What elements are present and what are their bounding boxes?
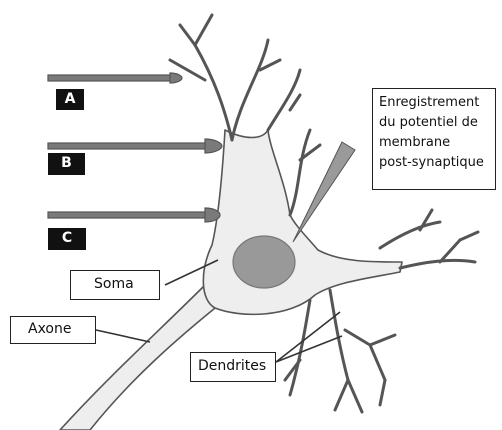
nucleus [233, 236, 295, 288]
dendrites-leader-2 [276, 336, 342, 362]
electrode-b-label: B [48, 153, 85, 175]
recording-label-line2: du potentiel de [379, 113, 495, 133]
recording-label: Enregistrement du potentiel de membrane … [372, 88, 496, 190]
recording-label-line4: post-synaptique [379, 153, 495, 173]
dendrites-label: Dendrites [190, 352, 276, 382]
electrode-a [48, 73, 182, 83]
soma-label: Soma [70, 270, 160, 300]
recording-label-line1: Enregistrement [379, 93, 495, 113]
axone-label: Axone [10, 316, 96, 344]
axone-leader [96, 330, 150, 342]
electrode-c-label: C [48, 228, 86, 250]
basal-dendrites [285, 210, 478, 412]
electrode-b [48, 139, 222, 153]
electrode-c [48, 208, 220, 222]
electrode-a-label: A [56, 89, 84, 110]
recording-label-line3: membrane [379, 133, 495, 153]
